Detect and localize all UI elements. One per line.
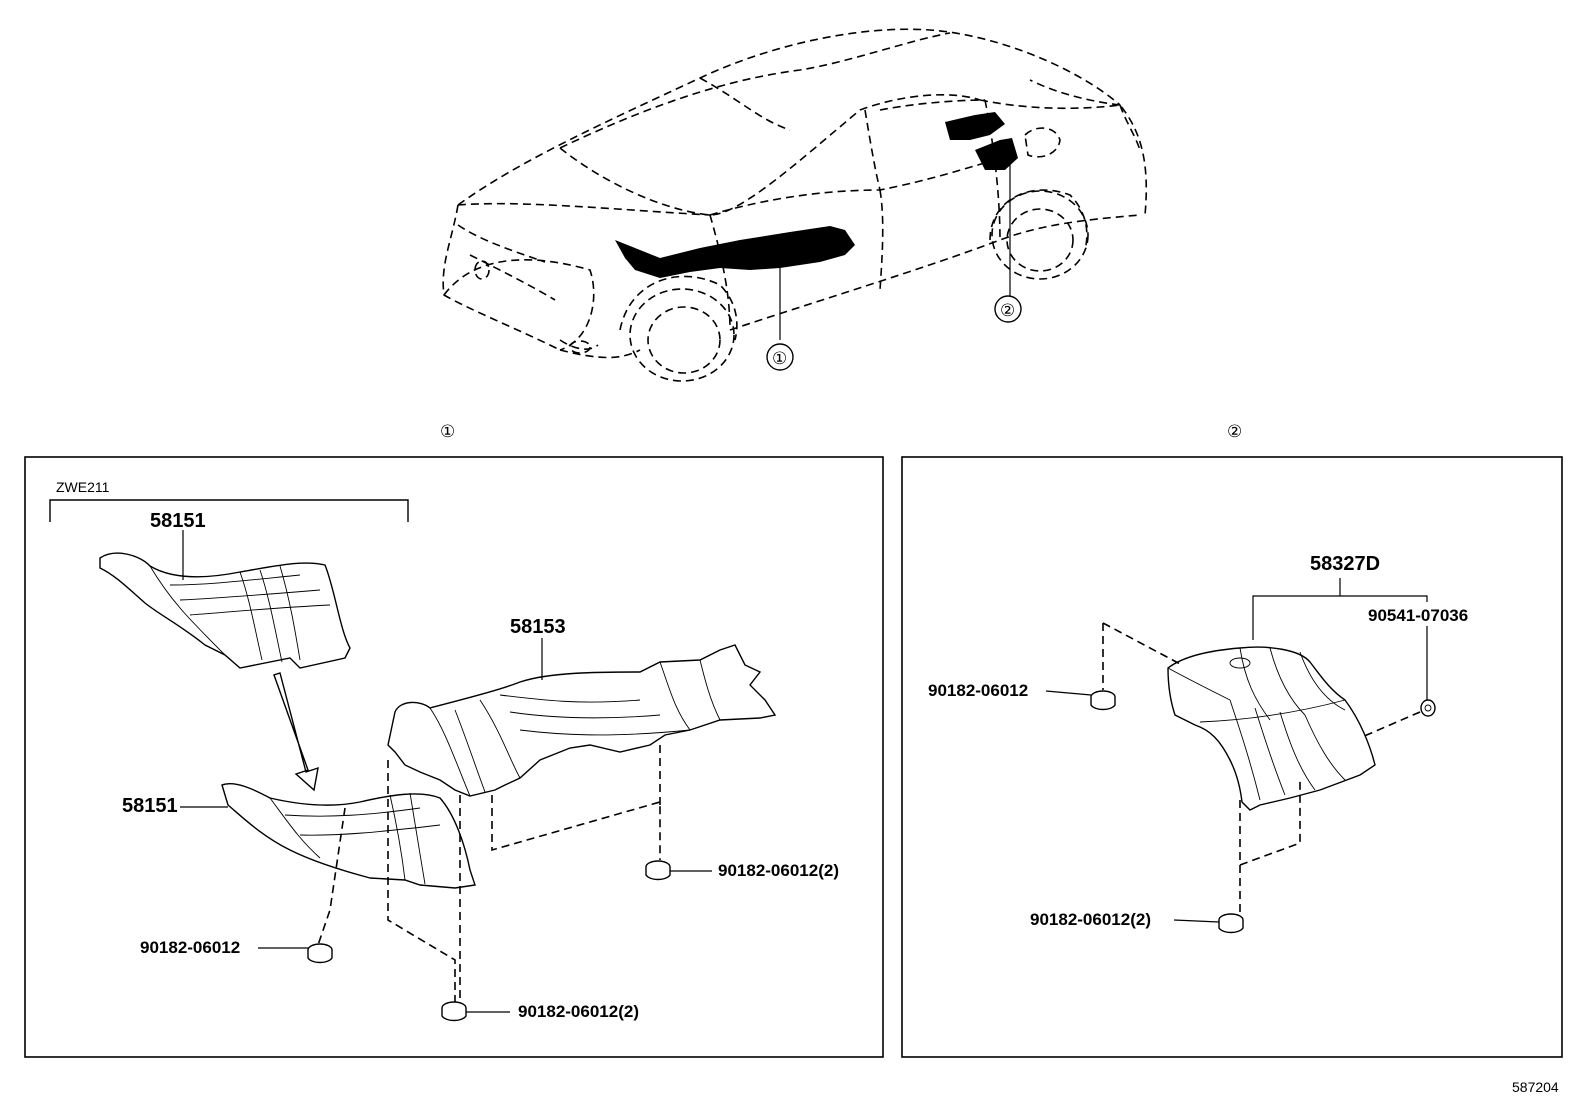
part-label-nut-left: 90182-06012	[140, 938, 240, 957]
panel2-frame	[901, 456, 1563, 1058]
nut-panel2-bottom-icon	[1218, 913, 1244, 934]
part-label-panel2-nut-left: 90182-06012	[928, 681, 1028, 700]
car-callout-2: ②	[1000, 301, 1015, 321]
nut-left-icon	[307, 943, 333, 964]
nut-panel2-left-icon	[1090, 690, 1116, 711]
panel1-frame	[24, 456, 884, 1058]
nut-right-icon	[645, 860, 671, 881]
part-label-panel2-nut-bottom: 90182-06012(2)	[1030, 910, 1151, 929]
part-label-nut-bottom: 90182-06012(2)	[518, 1002, 639, 1021]
part-label-clip: 90541-07036	[1368, 606, 1468, 625]
variant-bracket	[49, 499, 409, 522]
part-label-58151-lower: 58151	[122, 795, 178, 817]
car-illustration: ① ②	[442, 28, 1148, 382]
part-58327D	[1167, 646, 1376, 811]
panel1-callout: ①	[440, 422, 455, 442]
arrow-icon	[273, 672, 319, 792]
clip-icon	[1420, 699, 1436, 717]
car-callout-1: ①	[772, 349, 787, 369]
part-58151-lower	[221, 783, 476, 889]
panel2-callout: ②	[1227, 422, 1242, 442]
illustration-number: 587204	[1512, 1079, 1559, 1095]
variant-label: ZWE211	[56, 479, 110, 495]
part-label-58327D: 58327D	[1310, 553, 1380, 575]
part-58153	[387, 644, 777, 797]
nut-bottom-icon	[441, 1001, 467, 1022]
part-label-nut-right: 90182-06012(2)	[718, 861, 839, 880]
part-label-58151-upper: 58151	[150, 510, 206, 532]
part-label-58153: 58153	[510, 616, 566, 638]
part-58151-upper	[99, 552, 351, 669]
